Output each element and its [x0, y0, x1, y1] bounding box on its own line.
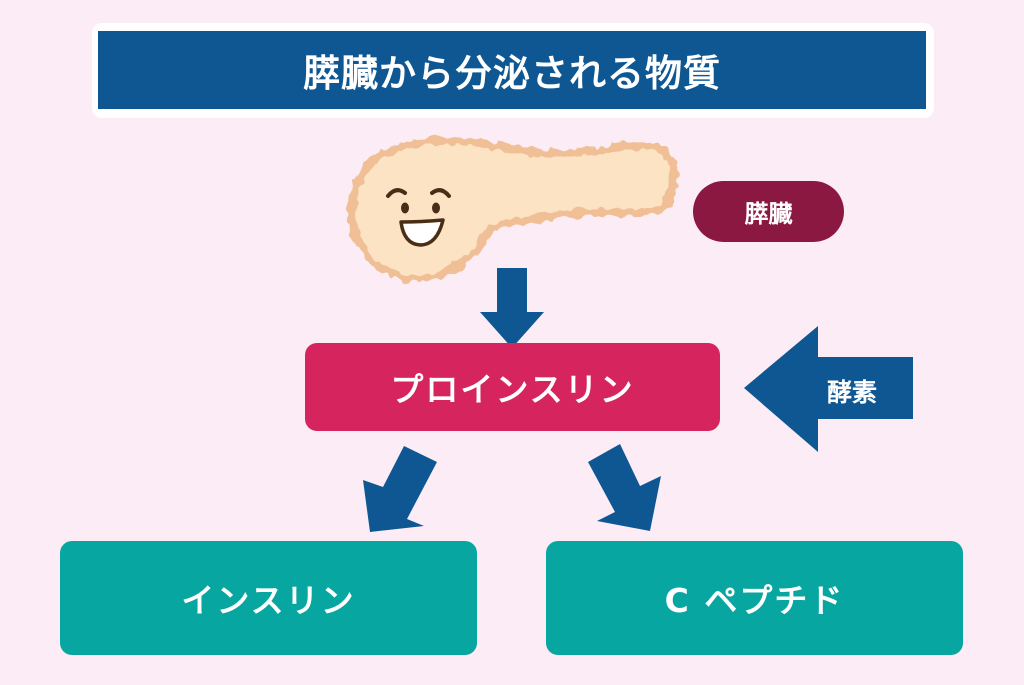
pancreas-face [386, 188, 451, 247]
organ-label-pill: 膵臓 [693, 181, 844, 242]
c-peptide-box: C ペプチド [546, 541, 963, 655]
pancreas-illustration [347, 136, 679, 283]
left-eye [401, 202, 409, 214]
mouth [399, 218, 445, 247]
page-title: 膵臓から分泌される物質 [98, 31, 926, 109]
insulin-box: インスリン [60, 541, 477, 655]
left-eyebrow [386, 188, 407, 198]
enzyme-arrow-icon [744, 326, 913, 452]
enzyme-label: 酵素 [826, 378, 877, 407]
arrow-down-left-icon [363, 446, 437, 532]
right-eye [432, 202, 440, 214]
pancreas-body [347, 136, 679, 283]
arrow-down-right-icon [588, 444, 661, 531]
arrow-down-icon [480, 268, 544, 348]
right-eyebrow [430, 188, 451, 198]
proinsulin-box: プロインスリン [305, 343, 720, 431]
